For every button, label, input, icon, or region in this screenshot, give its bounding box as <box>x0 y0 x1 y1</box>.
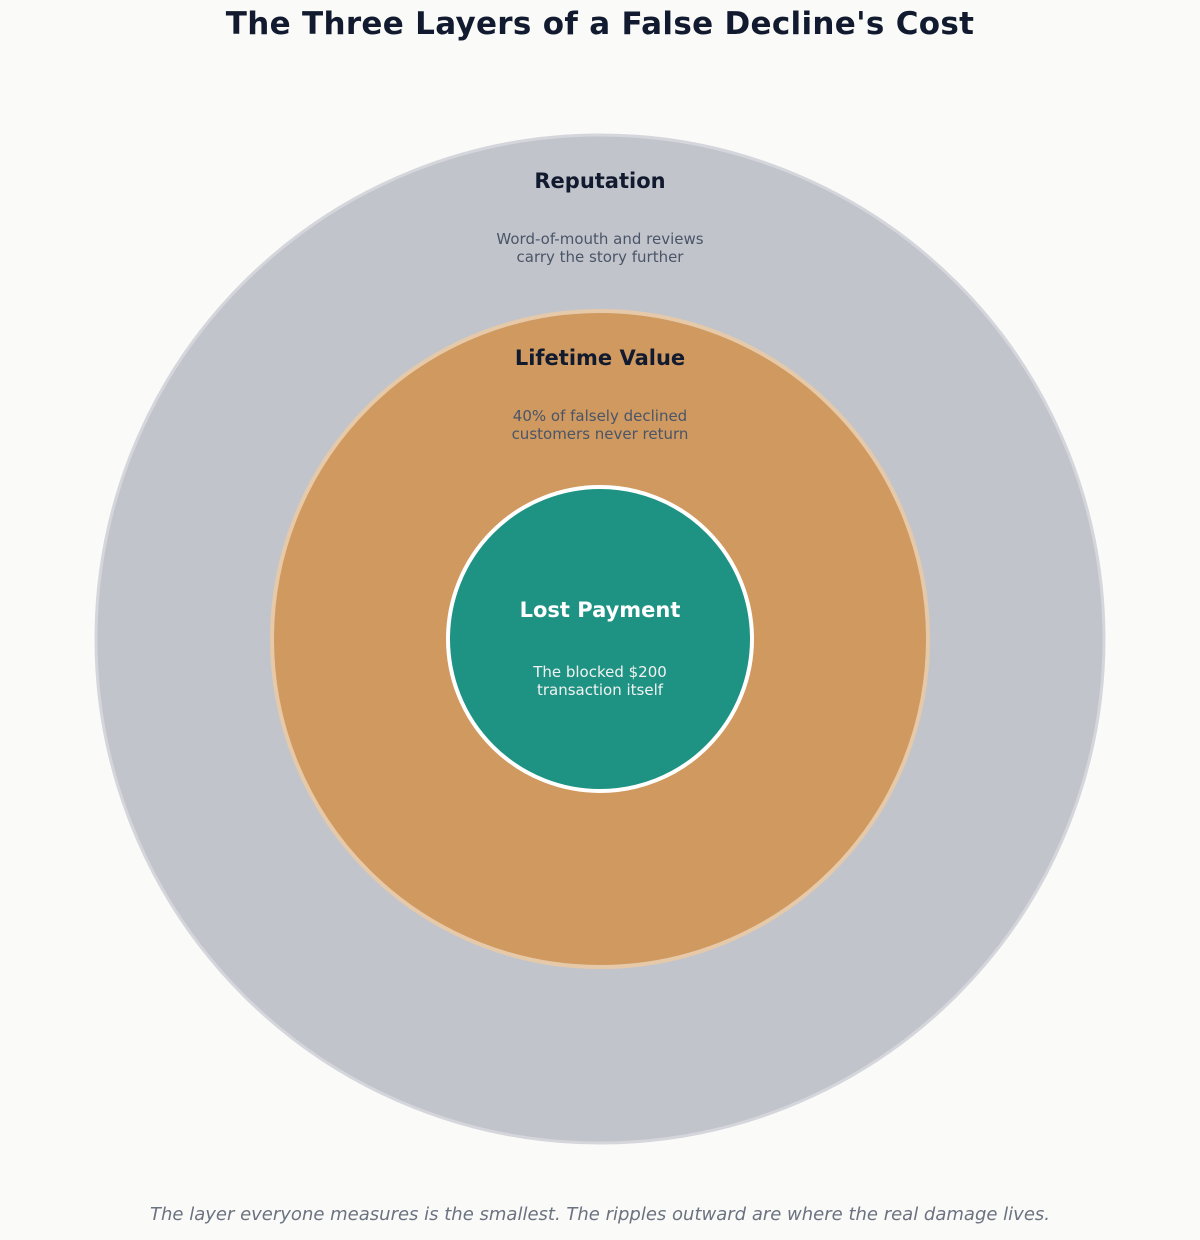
inner-layer-description-line-2: transaction itself <box>537 681 664 699</box>
outer-layer-description-line-2: carry the story further <box>517 248 685 266</box>
inner-layer-description-line-1: The blocked $200 <box>532 663 667 681</box>
middle-layer-description-line-1: 40% of falsely declined <box>513 407 687 425</box>
middle-layer-title: Lifetime Value <box>515 346 685 370</box>
footer-caption: The layer everyone measures is the small… <box>150 1204 1050 1225</box>
inner-layer-title: Lost Payment <box>520 598 681 622</box>
inner-layer-circle <box>446 485 754 793</box>
outer-layer-description-line-1: Word-of-mouth and reviews <box>496 230 703 248</box>
middle-layer-description-line-2: customers never return <box>512 425 689 443</box>
outer-layer-title: Reputation <box>534 169 665 193</box>
page-title: The Three Layers of a False Decline's Co… <box>225 6 975 42</box>
